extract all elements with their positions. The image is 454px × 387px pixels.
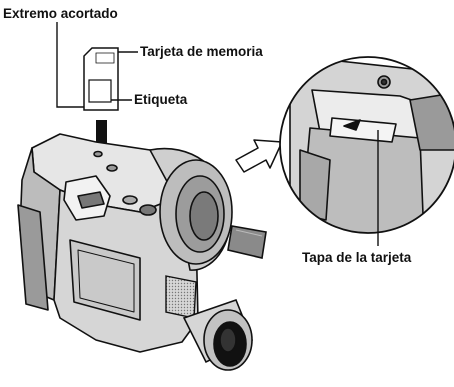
speaker-grill: [165, 275, 197, 319]
label-label: Etiqueta: [134, 92, 188, 107]
hand-strap: [227, 225, 267, 259]
label-card-cover: Tapa de la tarjeta: [302, 250, 412, 265]
memory-card-graphic: [83, 47, 119, 111]
label-shortened-end: Extremo acortado: [3, 6, 118, 21]
zoom-arrow: [235, 139, 283, 173]
zoom-detail: [279, 56, 454, 234]
camcorder-body: [17, 133, 199, 353]
label-memory-card: Tarjeta de memoria: [140, 44, 263, 59]
lens-barrel: [148, 147, 233, 271]
viewfinder: [182, 298, 254, 371]
leader-shortened-end: [56, 22, 91, 108]
